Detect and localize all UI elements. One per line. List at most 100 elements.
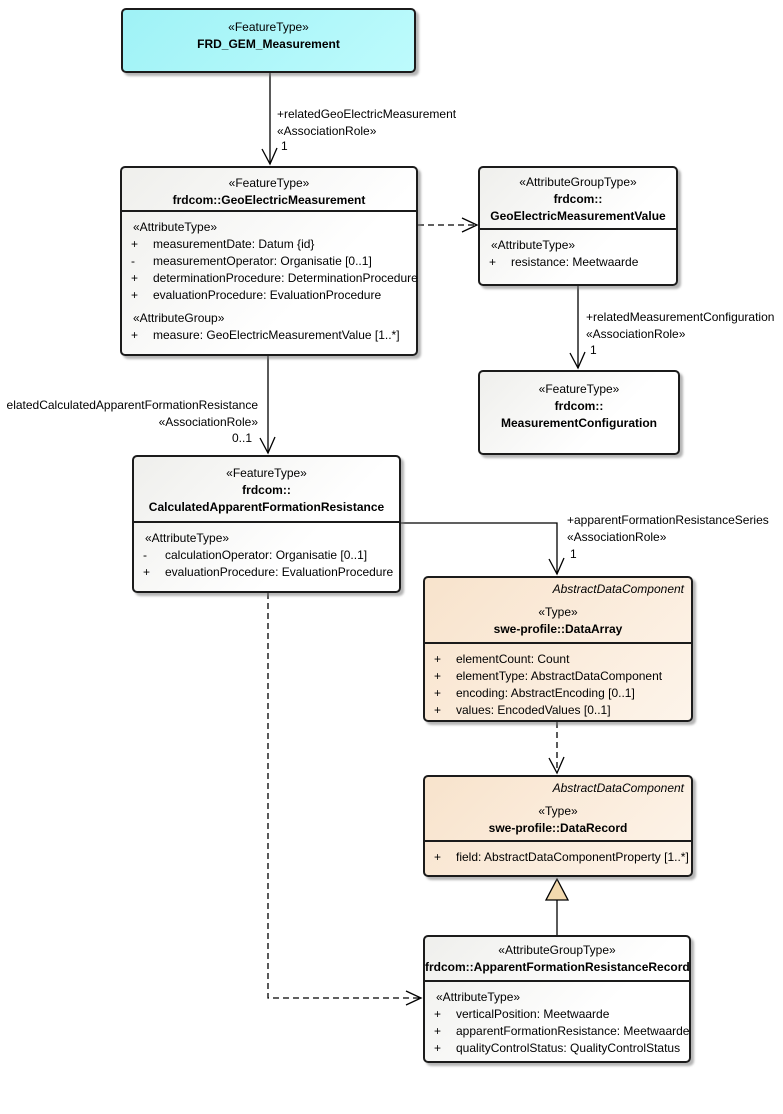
attribute-row: + resistance: Meetwaarde bbox=[480, 254, 676, 271]
class-name: frdcom::ApparentFormationResistanceRecor… bbox=[425, 960, 690, 974]
attribute-text: elementCount: Count bbox=[456, 652, 570, 666]
stereotype-label: «Type» bbox=[538, 605, 578, 619]
visibility-sign: + bbox=[434, 652, 442, 666]
class-node-geo-electric-measurement-value[interactable]: «AttributeGroupType» frdcom:: GeoElectri… bbox=[478, 166, 678, 286]
stereotype-label: «FeatureType» bbox=[538, 382, 620, 396]
class-name-line1: frdcom:: bbox=[553, 192, 603, 206]
visibility-sign: + bbox=[131, 237, 139, 251]
visibility-sign: + bbox=[434, 1024, 442, 1038]
attribute-section-label: «AttributeType» bbox=[145, 531, 230, 545]
association-role-stereotype: «AssociationRole» bbox=[567, 530, 667, 544]
association-multiplicity: 1 bbox=[281, 139, 288, 153]
attribute-row: + values: EncodedValues [0..1] bbox=[425, 702, 691, 719]
stereotype-label: «AttributeGroupType» bbox=[498, 943, 616, 957]
stereotype-label: «AttributeGroupType» bbox=[519, 175, 637, 189]
connector-calculated-record-dependency bbox=[267, 593, 419, 999]
attribute-row: + encoding: AbstractEncoding [0..1] bbox=[425, 685, 691, 702]
attribute-row: + evaluationProcedure: EvaluationProcedu… bbox=[134, 564, 399, 581]
connector-apparent-formation-resistance-series bbox=[401, 522, 558, 574]
arrowhead-open-down bbox=[548, 756, 565, 775]
visibility-sign: - bbox=[131, 254, 135, 268]
attribute-text: field: AbstractDataComponentProperty [1.… bbox=[456, 850, 689, 864]
attribute-section-label: «AttributeType» bbox=[133, 220, 218, 234]
class-name: frdcom::GeoElectricMeasurement bbox=[172, 193, 366, 207]
attribute-text: measure: GeoElectricMeasurementValue [1.… bbox=[153, 328, 400, 342]
attribute-text: resistance: Meetwaarde bbox=[511, 255, 639, 269]
stereotype-label: «FeatureType» bbox=[226, 466, 307, 480]
class-name: FRD_GEM_Measurement bbox=[197, 37, 340, 51]
attribute-text: apparentFormationResistance: Meetwaarde bbox=[456, 1024, 690, 1038]
attribute-text: encoding: AbstractEncoding [0..1] bbox=[456, 686, 635, 700]
class-node-calculated-apparent-formation-resistance[interactable]: «FeatureType» frdcom:: CalculatedApparen… bbox=[132, 455, 401, 593]
class-name-line2: CalculatedApparentFormationResistance bbox=[148, 500, 385, 514]
attribute-row: - calculationOperator: Organisatie [0..1… bbox=[134, 547, 399, 564]
association-role-stereotype: «AssociationRole» bbox=[586, 327, 686, 341]
attribute-row: + verticalPosition: Meetwaarde bbox=[425, 1006, 689, 1023]
class-name: swe-profile::DataRecord bbox=[488, 821, 628, 835]
arrowhead-open-right bbox=[461, 217, 479, 233]
stereotype-label: «Type» bbox=[538, 804, 578, 818]
visibility-sign: + bbox=[489, 255, 497, 269]
class-name-line2: MeasurementConfiguration bbox=[500, 416, 657, 430]
class-name-line1: frdcom:: bbox=[242, 483, 291, 497]
attribute-text: values: EncodedValues [0..1] bbox=[456, 703, 611, 717]
attribute-row: + measure: GeoElectricMeasurementValue [… bbox=[122, 327, 416, 344]
class-node-apparent-formation-resistance-record[interactable]: «AttributeGroupType» frdcom::ApparentFor… bbox=[423, 935, 691, 1063]
arrowhead-generalization-triangle bbox=[544, 877, 570, 901]
class-node-data-array[interactable]: AbstractDataComponent «Type» swe-profile… bbox=[423, 576, 693, 722]
class-node-frd-gem-measurement[interactable]: «FeatureType» FRD_GEM_Measurement bbox=[121, 8, 416, 73]
attribute-row: - measurementOperator: Organisatie [0..1… bbox=[122, 253, 416, 270]
stereotype-label: «FeatureType» bbox=[228, 176, 310, 190]
attribute-row: + determinationProcedure: DeterminationP… bbox=[122, 270, 418, 287]
visibility-sign: + bbox=[131, 288, 139, 302]
attribute-text: determinationProcedure: DeterminationPro… bbox=[153, 271, 418, 285]
association-role-stereotype: «AssociationRole» bbox=[277, 124, 377, 138]
arrowhead-open-down bbox=[548, 557, 565, 576]
visibility-sign: - bbox=[143, 548, 147, 562]
visibility-sign: + bbox=[434, 850, 442, 864]
class-name: swe-profile::DataArray bbox=[493, 622, 623, 636]
visibility-sign: + bbox=[434, 669, 442, 683]
visibility-sign: + bbox=[143, 565, 151, 579]
visibility-sign: + bbox=[131, 271, 139, 285]
visibility-sign: + bbox=[131, 328, 139, 342]
attribute-section-label: «AttributeType» bbox=[491, 238, 576, 252]
association-role-stereotype: «AssociationRole» bbox=[158, 415, 258, 429]
association-role-name: +relatedGeoElectricMeasurement bbox=[277, 107, 457, 121]
attribute-section-label: «AttributeType» bbox=[436, 990, 521, 1004]
parent-class-label: AbstractDataComponent bbox=[552, 582, 684, 596]
attribute-row: + evaluationProcedure: EvaluationProcedu… bbox=[122, 287, 416, 304]
association-role-name: +relatedMeasurementConfiguration bbox=[586, 310, 775, 324]
attribute-group-section-label: «AttributeGroup» bbox=[133, 311, 225, 325]
attribute-row: + measurementDate: Datum {id} bbox=[122, 236, 416, 253]
association-multiplicity: 1 bbox=[570, 547, 577, 561]
attribute-row: + elementCount: Count bbox=[425, 651, 691, 668]
parent-class-label: AbstractDataComponent bbox=[552, 781, 684, 795]
attribute-text: evaluationProcedure: EvaluationProcedure bbox=[165, 565, 394, 579]
attribute-row: + elementType: AbstractDataComponent bbox=[425, 668, 691, 685]
visibility-sign: + bbox=[434, 703, 442, 717]
attribute-row: + apparentFormationResistance: Meetwaard… bbox=[425, 1023, 689, 1040]
arrowhead-open-down bbox=[261, 147, 278, 166]
arrowhead-open-down bbox=[569, 351, 586, 370]
class-node-data-record[interactable]: AbstractDataComponent «Type» swe-profile… bbox=[423, 775, 693, 877]
association-role-name: +apparentFormationResistanceSeries bbox=[567, 513, 769, 527]
class-node-measurement-configuration[interactable]: «FeatureType» frdcom:: MeasurementConfig… bbox=[478, 370, 680, 455]
stereotype-label: «FeatureType» bbox=[228, 20, 309, 34]
attribute-row: + field: AbstractDataComponentProperty [… bbox=[425, 849, 691, 866]
arrowhead-open-right bbox=[405, 990, 423, 1006]
attribute-text: measurementOperator: Organisatie [0..1] bbox=[153, 254, 372, 268]
arrowhead-open-down bbox=[259, 436, 276, 455]
attribute-text: measurementDate: Datum {id} bbox=[153, 237, 315, 251]
class-name-line2: GeoElectricMeasurementValue bbox=[490, 209, 666, 223]
class-node-geo-electric-measurement[interactable]: «FeatureType» frdcom::GeoElectricMeasure… bbox=[120, 166, 418, 356]
attribute-row: + qualityControlStatus: QualityControlSt… bbox=[425, 1040, 689, 1057]
attribute-text: qualityControlStatus: QualityControlStat… bbox=[456, 1041, 681, 1055]
visibility-sign: + bbox=[434, 1041, 442, 1055]
attribute-text: elementType: AbstractDataComponent bbox=[456, 669, 663, 683]
association-role-name: elatedCalculatedApparentFormationResista… bbox=[6, 398, 258, 412]
class-name-line1: frdcom:: bbox=[554, 399, 604, 413]
association-multiplicity: 1 bbox=[590, 343, 597, 357]
attribute-text: verticalPosition: Meetwaarde bbox=[456, 1007, 610, 1021]
